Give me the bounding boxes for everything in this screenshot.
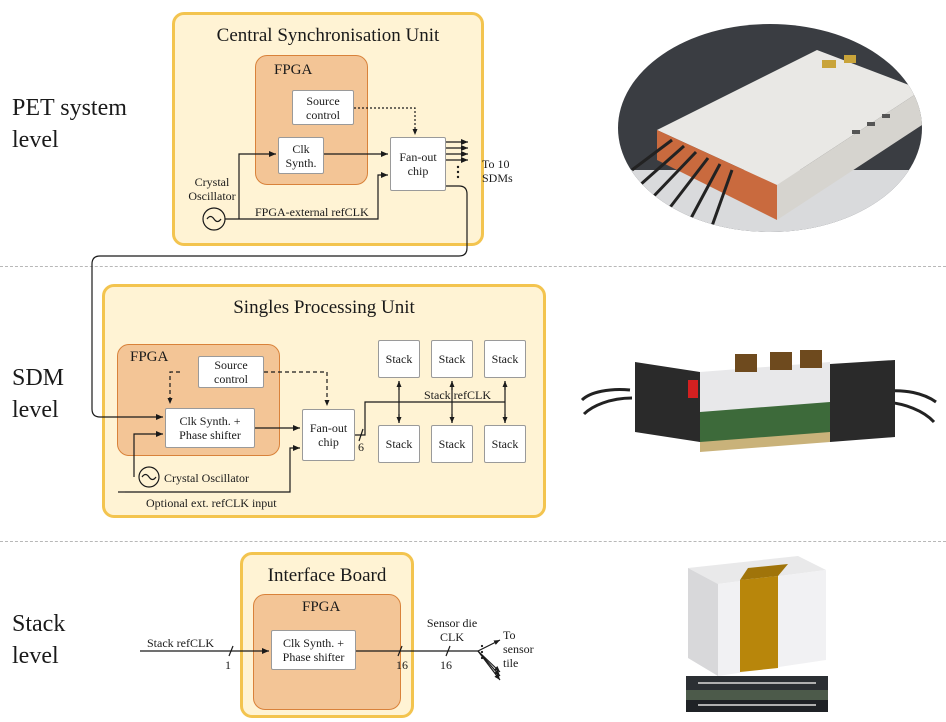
level-separator bbox=[0, 541, 946, 542]
central-sync-unit-title: Central Synchronisation Unit bbox=[216, 25, 440, 46]
csu-fanout-chip-box: Fan-out chip bbox=[390, 137, 446, 191]
stack-box: Stack bbox=[484, 425, 526, 463]
csu-clk-synth-box: Clk Synth. bbox=[278, 137, 324, 174]
sdm-hardware-photo bbox=[580, 350, 937, 452]
ib-sensor-die-clk-label: Sensor die CLK bbox=[426, 616, 478, 644]
ib-to-sensor-tile-label: To sensor tile bbox=[503, 628, 534, 670]
csu-crystal-oscillator-label: Crystal Oscillator bbox=[188, 175, 236, 203]
spu-crystal-oscillator-label: Crystal Oscillator bbox=[164, 471, 249, 485]
level-label-stack: Stack level bbox=[12, 611, 66, 669]
singles-processing-unit-title: Singles Processing Unit bbox=[233, 297, 415, 318]
spu-ext-refclk-label: Optional ext. refCLK input bbox=[146, 496, 277, 510]
interface-board-title: Interface Board bbox=[267, 565, 387, 586]
level-label-sdm: SDM level bbox=[12, 365, 65, 423]
stack-box: Stack bbox=[431, 340, 473, 378]
level-separator bbox=[0, 266, 946, 267]
csu-refclk-label: FPGA-external refCLK bbox=[255, 205, 369, 219]
stack-hardware-photo bbox=[686, 556, 828, 712]
spu-bus-count: 6 bbox=[358, 440, 364, 454]
spu-stack-refclk-label: Stack refCLK bbox=[424, 388, 491, 402]
ib-input-count: 1 bbox=[225, 658, 231, 672]
spu-fanout-chip-box: Fan-out chip bbox=[302, 409, 355, 461]
spu-clk-synth-box: Clk Synth. + Phase shifter bbox=[165, 408, 255, 448]
spu-oscillator-symbol bbox=[138, 466, 160, 488]
stack-box: Stack bbox=[484, 340, 526, 378]
csu-to-sdms-label: To 10 SDMs bbox=[482, 157, 513, 185]
ib-stack-refclk-label: Stack refCLK bbox=[147, 636, 214, 650]
ib-output-count-2: 16 bbox=[440, 658, 452, 672]
stack-box: Stack bbox=[431, 425, 473, 463]
stack-box: Stack bbox=[378, 425, 420, 463]
spu-source-control-box: Source control bbox=[198, 356, 264, 388]
level-label-pet: PET system level bbox=[12, 95, 127, 153]
csu-source-control-box: Source control bbox=[292, 90, 354, 125]
csu-hardware-photo bbox=[618, 24, 922, 232]
ib-clk-synth-box: Clk Synth. + Phase shifter bbox=[271, 630, 356, 670]
ib-output-count: 16 bbox=[396, 658, 408, 672]
stack-box: Stack bbox=[378, 340, 420, 378]
